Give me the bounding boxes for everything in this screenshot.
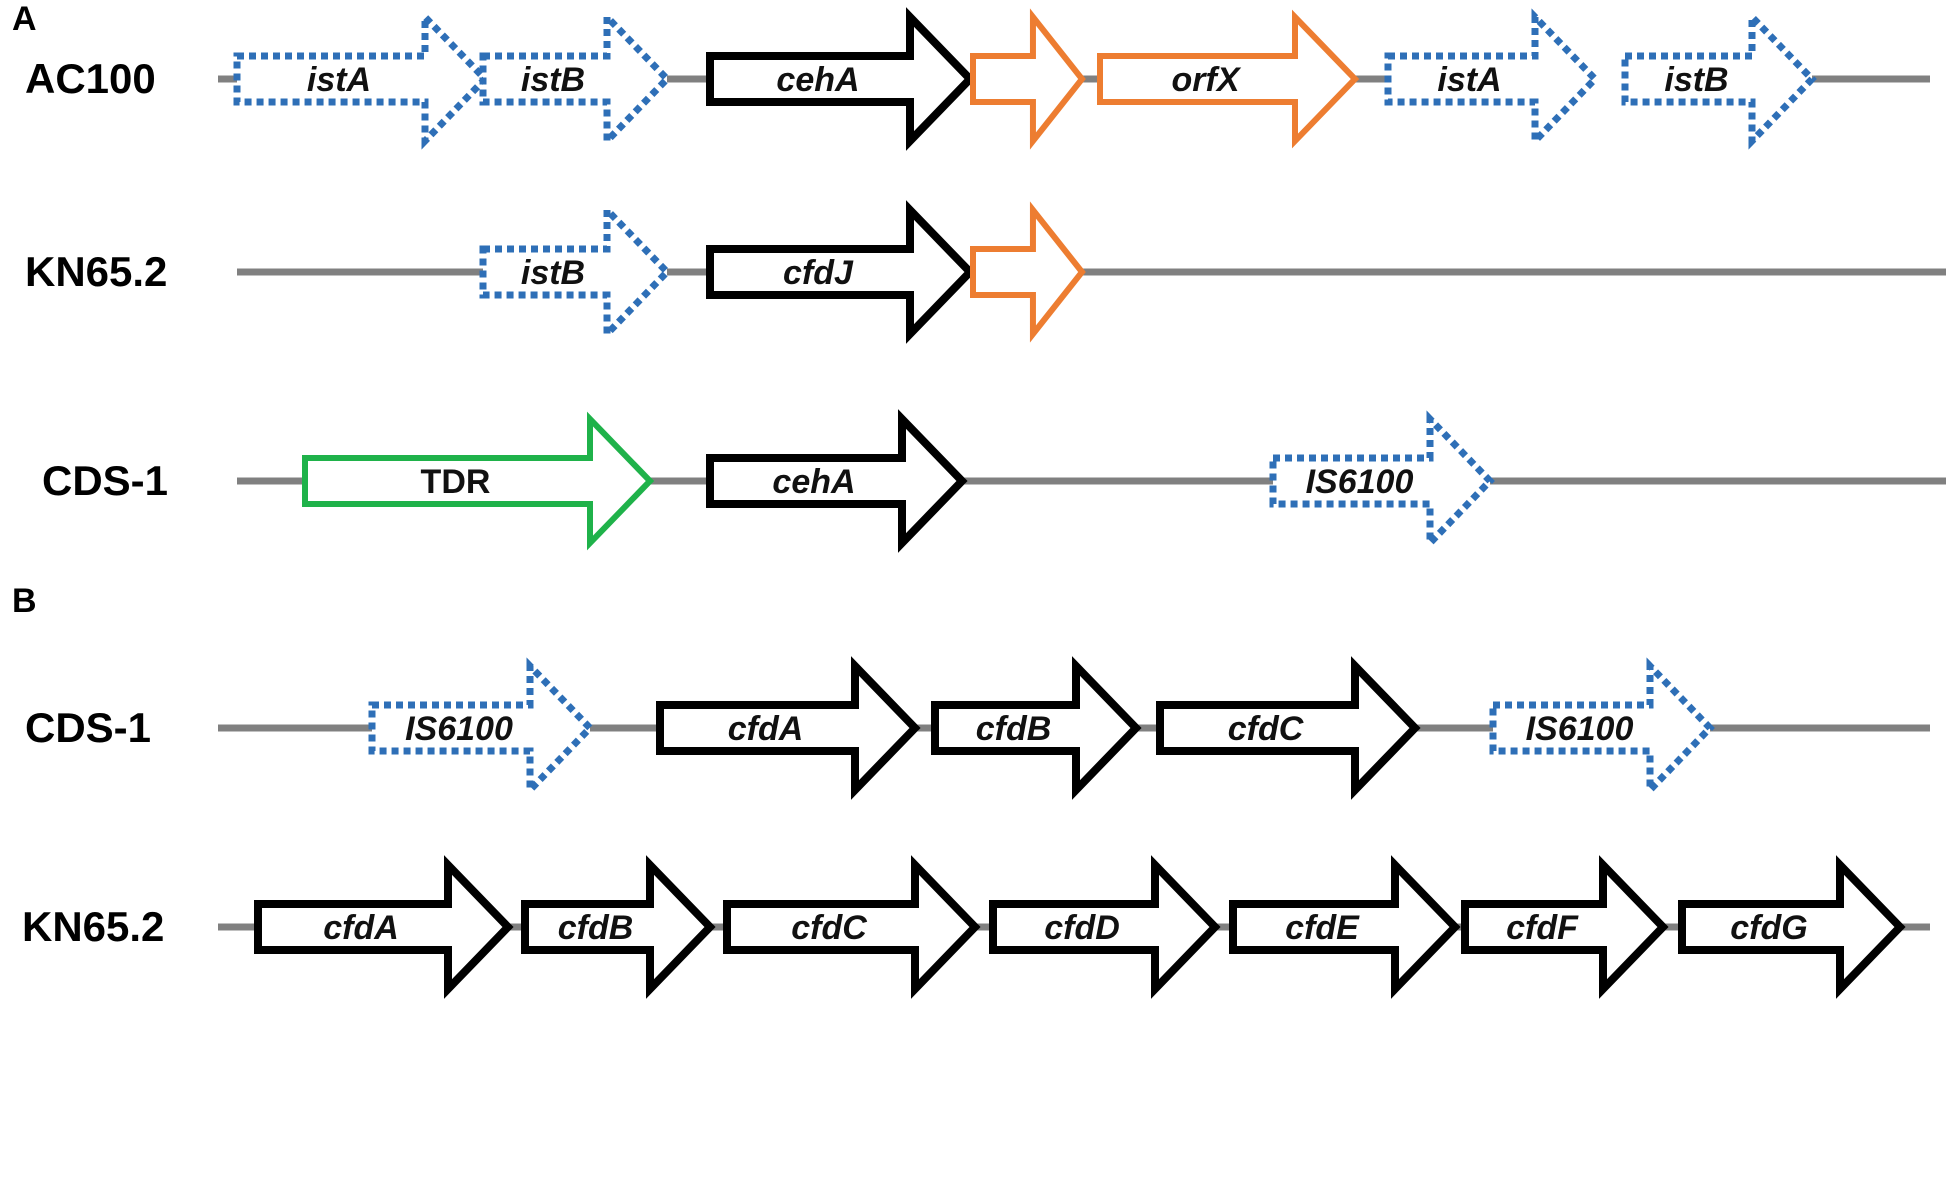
gene-arrow: istA [1384,8,1600,150]
gene-arrow-shape [368,657,595,799]
gene-label: cfdC [791,909,867,947]
track-cds-1: CDS-1 TDR cehA IS6100 [42,409,1946,553]
gene-arrow: IS6100 [368,657,595,799]
gene-arrow: TDR [302,411,655,551]
gene-arrow: cfdD [989,855,1221,999]
gene-label: IS6100 [1526,710,1634,748]
gene-arrow: cfdB [521,855,716,999]
gene-arrow: cfdB [931,656,1142,800]
gene-label: cehA [772,463,855,501]
gene-arrow-shape [479,201,672,343]
gene-arrow: cfdE [1229,855,1461,999]
gene-arrow-shape [989,855,1221,999]
gene-arrow-shape [706,7,976,151]
gene-label: cfdF [1506,909,1579,947]
gene-label: cfdB [976,710,1052,748]
track-kn65-2: KN65.2 istB cfdJ [25,200,1946,344]
gene-arrow: cfdG [1678,855,1906,999]
gene-arrow: IS6100 [1269,410,1495,552]
gene-arrow-shape [521,855,716,999]
gene-arrow-shape [302,411,655,551]
gene-arrow-shape [1678,855,1906,999]
gene-label: cfdB [558,909,634,947]
track-name: CDS-1 [42,457,168,504]
gene-arrow-shape [1097,9,1360,149]
gene-label: istB [1664,61,1728,99]
gene-label: cfdD [1044,909,1120,947]
gene-label: istB [521,254,585,292]
gene-arrow-shape [1229,855,1461,999]
gene-arrow-shape [656,656,921,800]
gene-arrow-shape [1621,8,1817,150]
gene-arrow: istA [233,8,490,150]
gene-arrow: orfX [1097,9,1360,149]
panel-label: A [12,0,37,38]
panel-label: B [12,582,37,620]
track-name: CDS-1 [25,704,151,751]
gene-arrow-shape [1384,8,1600,150]
gene-arrow: cfdJ [706,200,976,344]
gene-arrow-shape [970,8,1086,150]
track-name: KN65.2 [22,903,164,950]
gene-label: istA [1437,61,1501,99]
gene-arrow-shape [1461,855,1669,999]
gene-label: cfdJ [783,254,854,292]
gene-arrow: IS6100 [1489,657,1715,799]
gene-arrow: cehA [706,7,976,151]
gene-arrow: istB [1621,8,1817,150]
gene-arrow: cehA [706,409,968,553]
gene-arrow-shape [1489,657,1715,799]
track-ac100: AC100 istA istB cehA orfX istA istB [25,7,1930,151]
gene-label: IS6100 [1306,463,1414,501]
gene-label: cfdE [1285,909,1360,947]
gene-arrow-shape [706,200,976,344]
gene-arrow: cfdA [254,855,514,999]
gene-label: istA [307,61,371,99]
gene-arrow-shape [723,855,981,999]
gene-arrow: cfdC [723,855,981,999]
gene-label: IS6100 [405,710,513,748]
gene-arrow-shape [1156,656,1421,800]
gene-label: cehA [776,61,859,99]
gene-arrow: cfdA [656,656,921,800]
gene-arrow: istB [479,201,672,343]
gene-arrow [970,8,1086,150]
gene-arrow-shape [970,201,1086,343]
gene-arrow-shape [706,409,968,553]
gene-arrow-shape [1269,410,1495,552]
track-cds-1: CDS-1 IS6100 cfdA cfdB cfdC IS6100 [25,656,1930,800]
gene-arrow: cfdC [1156,656,1421,800]
gene-label: istB [521,61,585,99]
track-kn65-2: KN65.2 cfdA cfdB cfdC cfdD cfdE cfdF cfdG [22,855,1930,999]
track-name: KN65.2 [25,248,167,295]
gene-arrow-shape [931,656,1142,800]
gene-label: orfX [1172,61,1242,99]
gene-arrow-shape [254,855,514,999]
gene-arrow: istB [479,8,672,150]
gene-label: cfdC [1228,710,1304,748]
gene-arrow-shape [479,8,672,150]
gene-arrow-shape [233,8,490,150]
gene-label: TDR [421,463,491,501]
gene-label: cfdA [323,909,399,947]
gene-arrow [970,201,1086,343]
gene-arrow: cfdF [1461,855,1669,999]
track-name: AC100 [25,55,156,102]
gene-label: cfdG [1730,909,1807,947]
gene-label: cfdA [728,710,804,748]
panel-a: A AC100 istA istB cehA orfX istA istB KN65.2 istB… [12,0,1946,553]
